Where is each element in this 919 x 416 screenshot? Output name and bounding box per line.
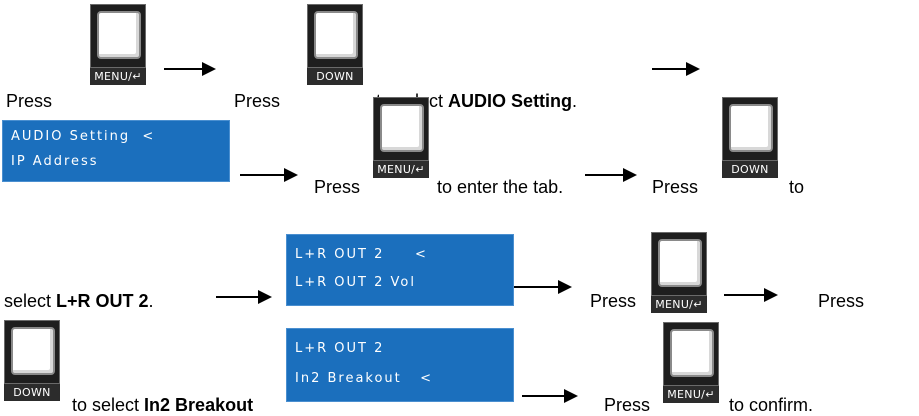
button-face bbox=[97, 11, 141, 59]
button-face bbox=[314, 11, 358, 59]
period-text: . bbox=[148, 291, 154, 311]
right-arrow-icon bbox=[164, 62, 216, 76]
down-button-label: DOWN bbox=[307, 68, 363, 85]
press-text: Press bbox=[234, 91, 281, 111]
instruction-text: to select In2 Breakout bbox=[72, 394, 253, 416]
menu-enter-button[interactable]: MENU/↵ bbox=[651, 232, 707, 313]
button-frame bbox=[651, 232, 707, 296]
down-button[interactable]: DOWN bbox=[4, 320, 60, 401]
menu-button-label: MENU/↵ bbox=[90, 68, 146, 85]
right-arrow-icon bbox=[522, 389, 578, 403]
period-text: . bbox=[572, 91, 578, 111]
right-arrow-icon bbox=[240, 168, 298, 182]
to-select-text: to select bbox=[72, 395, 145, 415]
button-face bbox=[658, 239, 702, 287]
lcd-display-lr-out2: L+R OUT 2 < L+R OUT 2 Vol bbox=[286, 234, 514, 306]
button-frame bbox=[307, 4, 363, 68]
lcd-line: IP Address bbox=[11, 154, 99, 169]
button-frame bbox=[373, 97, 429, 161]
menu-button-label: MENU/↵ bbox=[651, 296, 707, 313]
down-button[interactable]: DOWN bbox=[722, 97, 778, 178]
menu-button-label: MENU/↵ bbox=[373, 161, 429, 178]
lcd-line: L+R OUT 2 Vol bbox=[295, 275, 416, 290]
button-face bbox=[380, 104, 424, 152]
press-text: Press bbox=[604, 395, 651, 415]
menu-enter-button[interactable]: MENU/↵ bbox=[663, 322, 719, 403]
lcd-line: L+R OUT 2 bbox=[295, 341, 385, 356]
button-face bbox=[729, 104, 773, 152]
right-arrow-icon bbox=[652, 62, 700, 76]
menu-enter-button[interactable]: MENU/↵ bbox=[90, 4, 146, 85]
lcd-line: L+R OUT 2 < bbox=[295, 247, 428, 262]
instruction-text: select L+R OUT 2. bbox=[4, 290, 154, 312]
instruction-text: to enter the tab. bbox=[437, 177, 564, 197]
press-text: Press bbox=[590, 291, 637, 311]
in2-breakout-text: In2 Breakout bbox=[144, 395, 254, 415]
menu-button-label: MENU/↵ bbox=[663, 386, 719, 403]
right-arrow-icon bbox=[216, 290, 272, 304]
right-arrow-icon bbox=[724, 288, 778, 302]
lr-out2-text: L+R OUT 2 bbox=[56, 291, 149, 311]
instruction-text: to bbox=[789, 177, 805, 197]
press-text: Press bbox=[652, 177, 699, 197]
right-arrow-icon bbox=[514, 280, 572, 294]
button-face bbox=[11, 327, 55, 375]
button-frame bbox=[4, 320, 60, 384]
right-arrow-icon bbox=[585, 168, 637, 182]
button-face bbox=[670, 329, 714, 377]
lcd-line: AUDIO Setting < bbox=[11, 129, 156, 144]
lcd-display-audio-menu: AUDIO Setting < IP Address bbox=[2, 120, 230, 182]
down-button-label: DOWN bbox=[722, 161, 778, 178]
press-text: Press bbox=[6, 91, 53, 111]
audio-setting-text: AUDIO Setting bbox=[448, 91, 573, 111]
down-button[interactable]: DOWN bbox=[307, 4, 363, 85]
button-frame bbox=[663, 322, 719, 386]
press-text: Press bbox=[314, 177, 361, 197]
down-button-label: DOWN bbox=[4, 384, 60, 401]
lcd-display-in2-breakout: L+R OUT 2 In2 Breakout < bbox=[286, 328, 514, 402]
button-frame bbox=[722, 97, 778, 161]
lcd-line: In2 Breakout < bbox=[295, 371, 434, 386]
select-text: select bbox=[4, 291, 57, 311]
press-text: Press bbox=[818, 291, 865, 311]
instruction-text: to confirm. bbox=[729, 395, 814, 415]
button-frame bbox=[90, 4, 146, 68]
menu-enter-button[interactable]: MENU/↵ bbox=[373, 97, 429, 178]
